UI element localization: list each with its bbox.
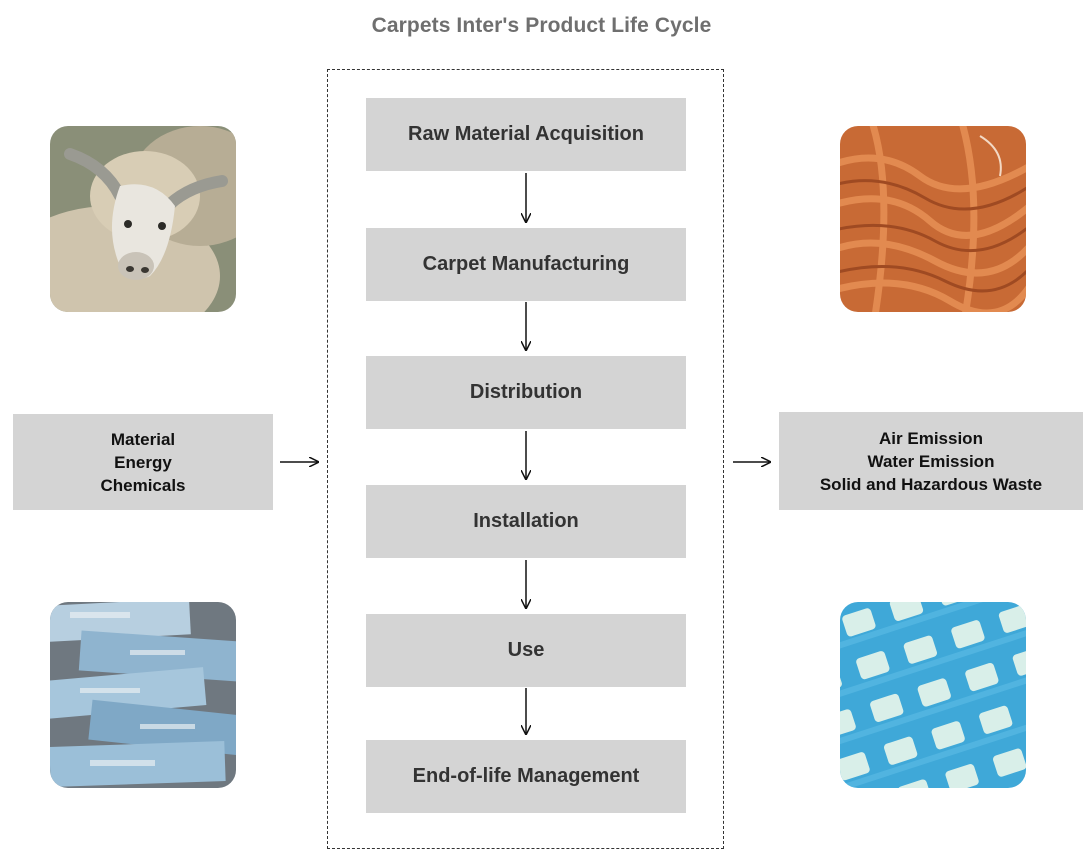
carpet-tile-boxes-photo: [50, 602, 236, 788]
orange-yarn-photo: [840, 126, 1026, 312]
sheep-photo: [50, 126, 236, 312]
blue-carpet-texture-photo: [840, 602, 1026, 788]
